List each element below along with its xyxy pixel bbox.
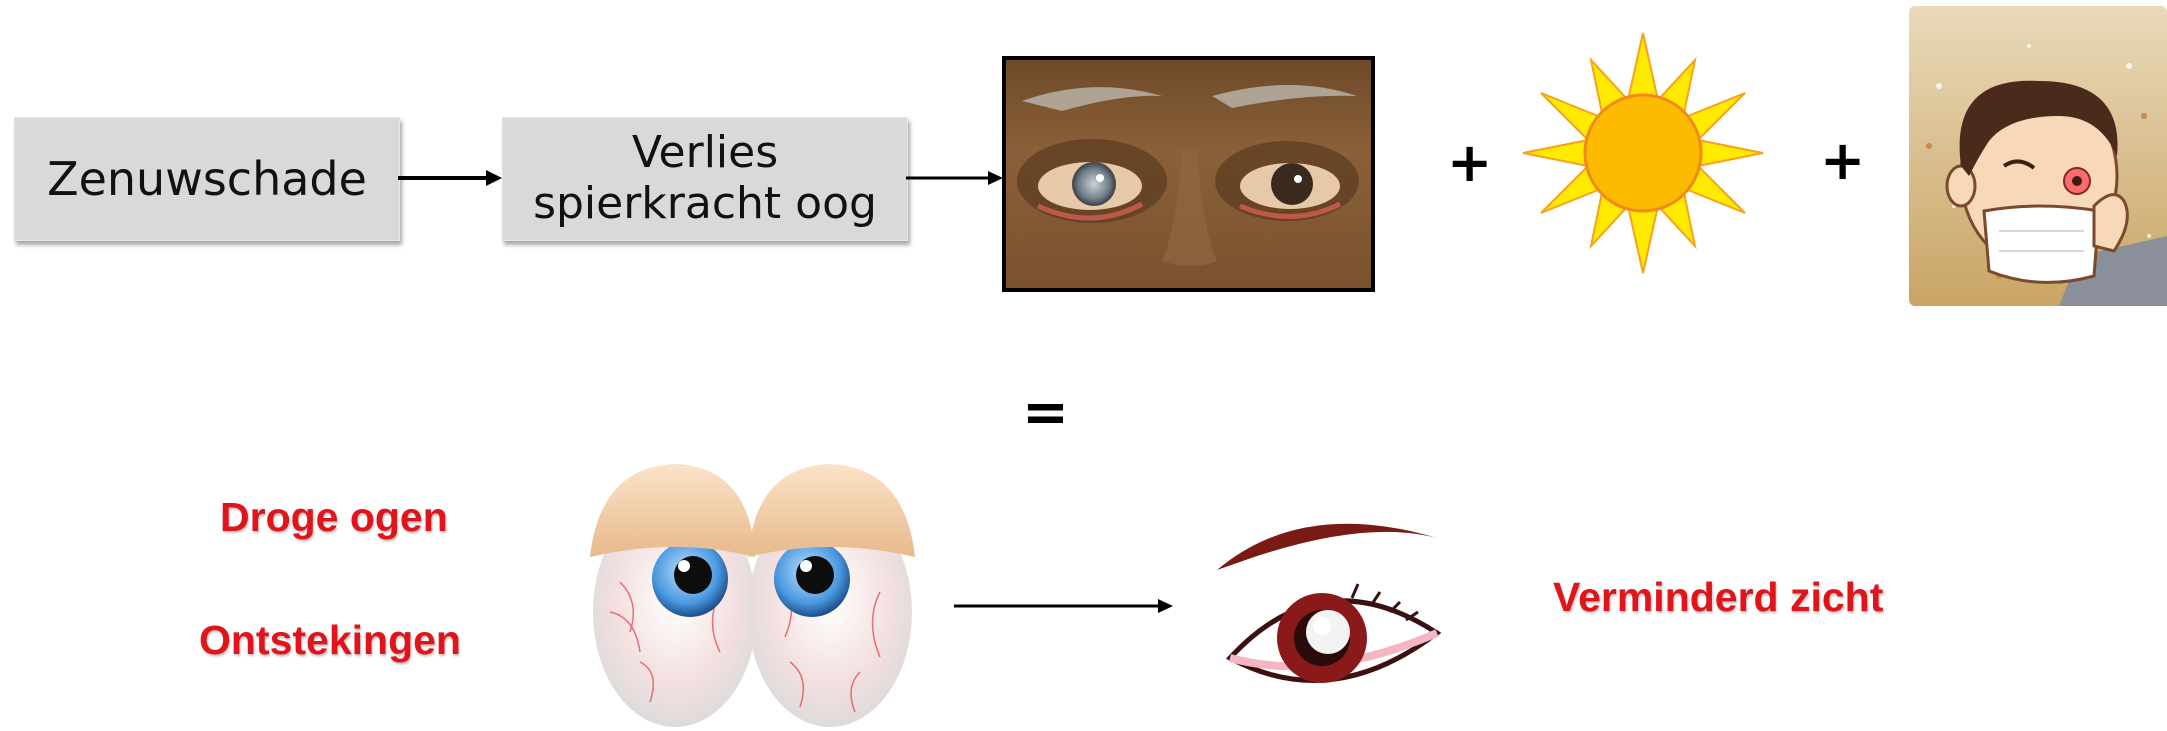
equals-sign: = (1022, 385, 1069, 441)
zenuwschade-box: Zenuwschade (14, 117, 400, 241)
cataract-eye-icon (1212, 508, 1452, 690)
red-dry-eyes-icon (580, 462, 925, 731)
verlies-spierkracht-label: Verlies spierkracht oog (525, 128, 885, 229)
arrow-2 (906, 166, 1004, 190)
plus-sign-2: + (1820, 134, 1865, 188)
arrow-1 (398, 166, 503, 190)
sun-icon (1520, 30, 1766, 276)
arrow-3 (954, 594, 1174, 618)
face-eyes-photo (1002, 56, 1375, 292)
symptom-ontstekingen: Ontstekingen (199, 617, 461, 664)
zenuwschade-label: Zenuwschade (47, 152, 367, 206)
verlies-spierkracht-box: Verlies spierkracht oog (502, 117, 908, 241)
plus-sign-1: + (1447, 136, 1492, 190)
dust-allergy-person-icon (1909, 6, 2167, 306)
result-verminderd-zicht: Verminderd zicht (1553, 574, 1883, 621)
symptom-droge-ogen: Droge ogen (220, 494, 448, 541)
